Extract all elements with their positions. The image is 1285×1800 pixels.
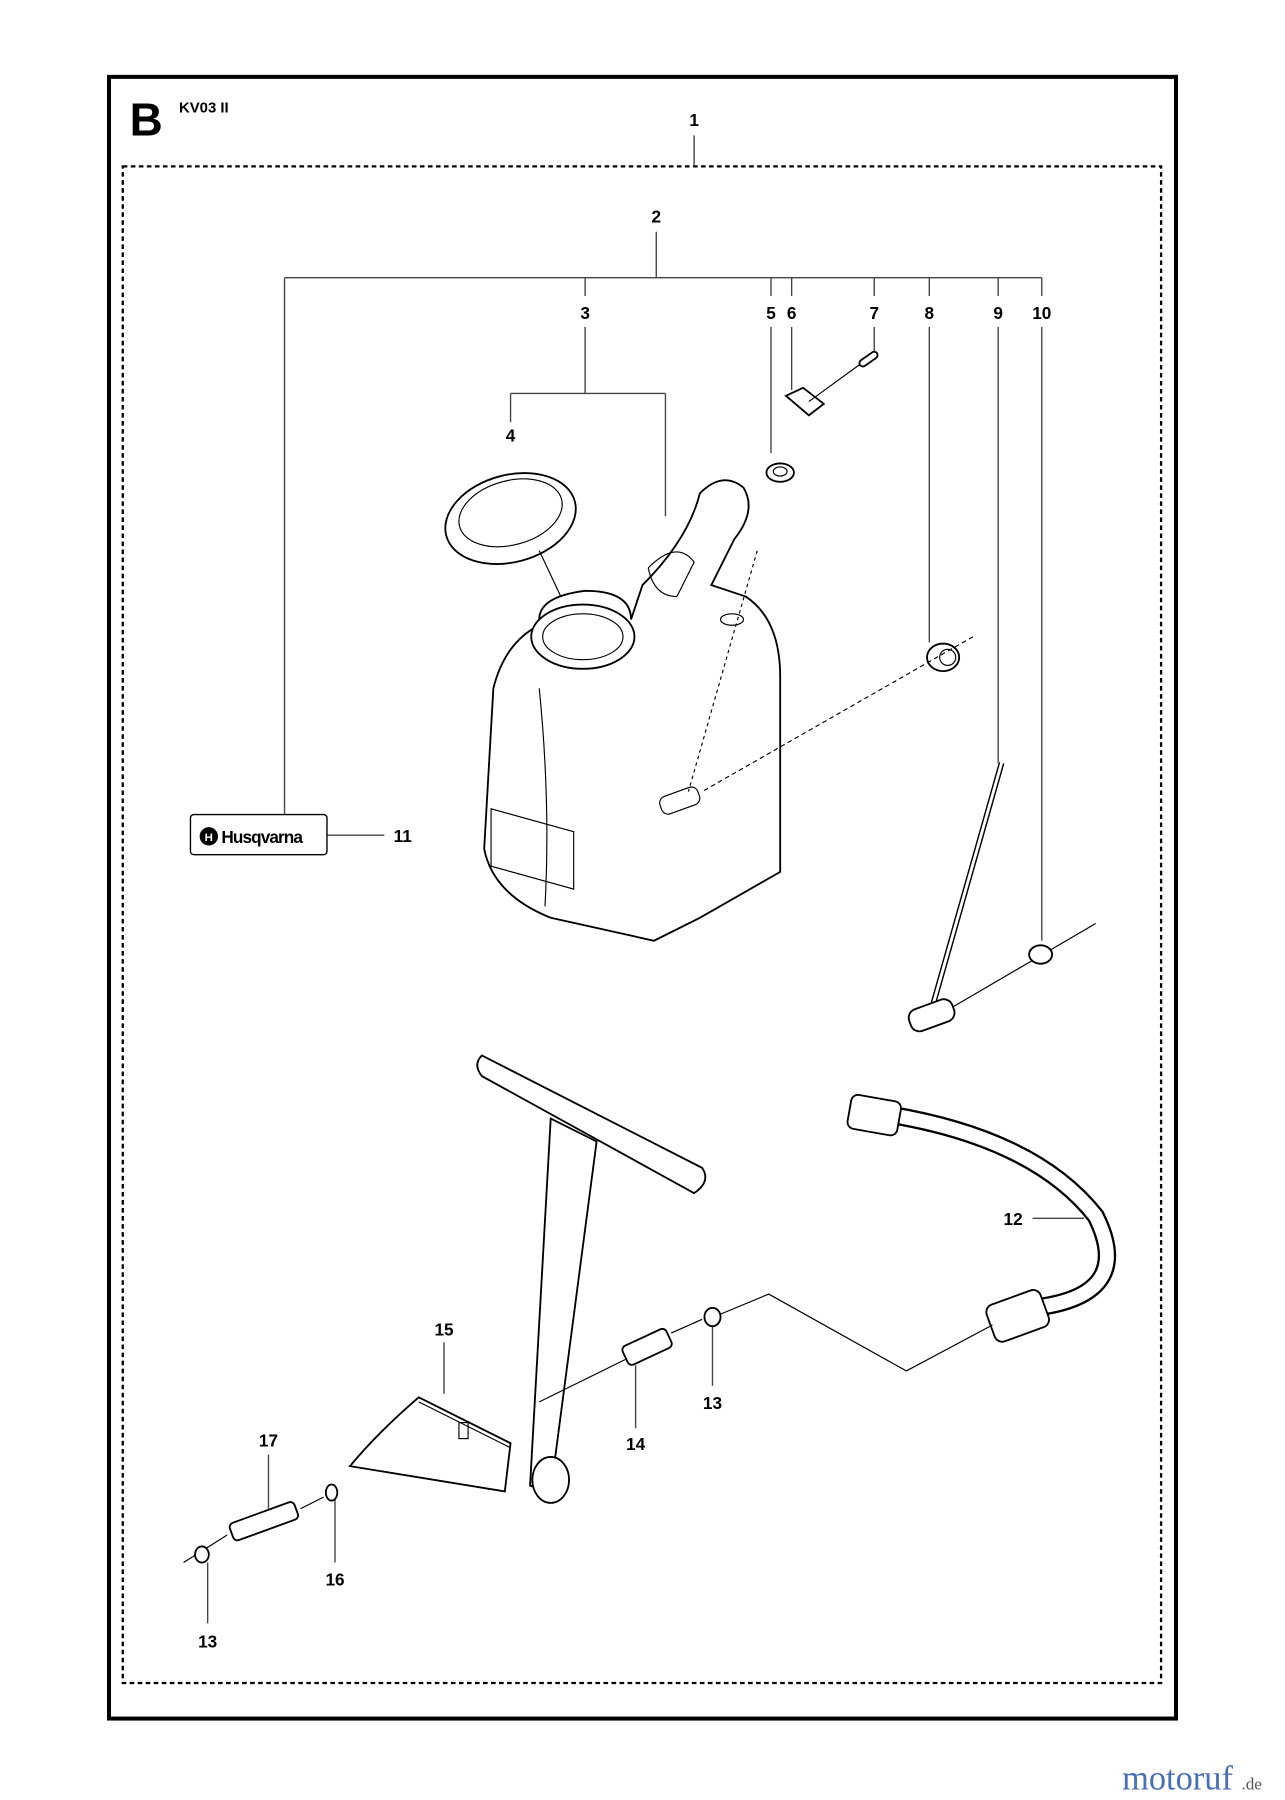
- callout-16: 16: [325, 1569, 344, 1589]
- callout-15: 15: [434, 1319, 454, 1339]
- nut: [926, 642, 961, 673]
- section-letter: B: [130, 93, 163, 145]
- callout-1: 1: [689, 110, 699, 130]
- callout-10: 10: [1032, 303, 1051, 323]
- outer-frame: [106, 74, 1179, 1721]
- model-name: KV03 II: [179, 100, 229, 116]
- level-rod: [907, 762, 1096, 1033]
- o-ring: [703, 1306, 722, 1328]
- husqvarna-crown-icon: H: [199, 827, 218, 846]
- callout-13: 13: [703, 1393, 722, 1413]
- o-ring: [1028, 944, 1054, 965]
- callout-17: 17: [259, 1431, 278, 1451]
- callout-6: 6: [787, 303, 797, 323]
- callout-3: 3: [580, 303, 590, 323]
- nipple-fitting: [183, 1496, 324, 1564]
- callout-12: 12: [1004, 1209, 1023, 1229]
- tank-cap: [444, 472, 586, 649]
- callout-5: 5: [766, 303, 776, 323]
- pin: [858, 350, 879, 368]
- callout-14: 14: [626, 1434, 646, 1454]
- hose-connector: [538, 1318, 703, 1403]
- svg-text:H: H: [205, 832, 213, 844]
- callout-13-lower: 13: [198, 1631, 217, 1651]
- husqvarna-logo-text: Husqvarna: [221, 827, 303, 847]
- o-ring: [324, 1483, 339, 1502]
- stand-frame: [476, 1054, 707, 1504]
- grommet: [765, 462, 795, 483]
- hose: [713, 1093, 1117, 1372]
- callout-2: 2: [651, 207, 661, 227]
- o-ring: [194, 1545, 210, 1564]
- motoruf-watermark: motoruf .de: [1122, 1760, 1262, 1798]
- water-tank: [483, 479, 782, 942]
- callout-4: 4: [506, 426, 516, 446]
- husqvarna-decal: H Husqvarna: [189, 813, 328, 856]
- callout-11: 11: [394, 826, 413, 846]
- svg-text:motoruf: motoruf: [1122, 1760, 1233, 1798]
- callout-9: 9: [993, 303, 1003, 323]
- callout-8: 8: [925, 303, 935, 323]
- splash-guard: [348, 1396, 512, 1493]
- callout-7: 7: [869, 303, 879, 323]
- svg-text:.de: .de: [1241, 1775, 1262, 1794]
